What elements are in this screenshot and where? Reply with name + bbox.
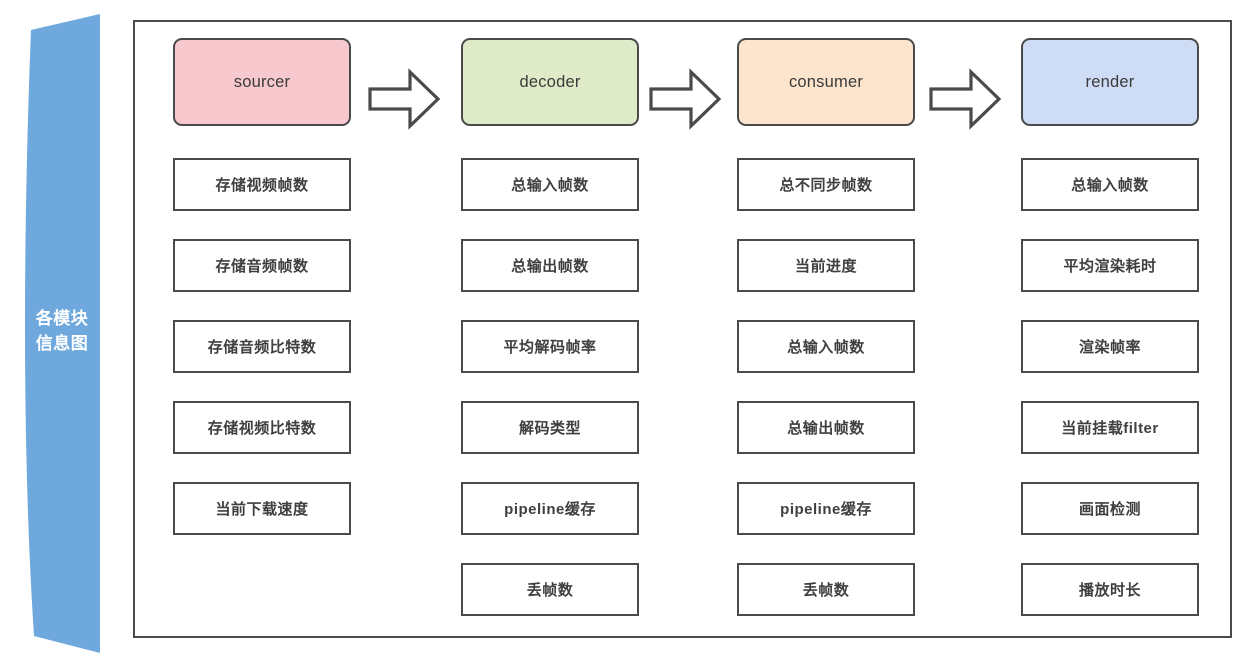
metric-label: 总输出帧数 — [511, 258, 589, 275]
metric-box[interactable]: 平均解码帧率 — [461, 320, 639, 373]
arrow-decoder-to-consumer-icon — [649, 68, 721, 130]
arrow-right-icon — [929, 68, 1001, 130]
metric-label: 存储视频比特数 — [207, 420, 317, 437]
metric-box[interactable]: 存储音频帧数 — [173, 239, 351, 292]
module-label-decoder: decoder — [519, 72, 581, 91]
metric-label: 当前进度 — [794, 258, 857, 275]
metric-box[interactable]: 总输入帧数 — [1021, 158, 1199, 211]
metric-label: 播放时长 — [1078, 582, 1141, 599]
metric-box[interactable]: 画面检测 — [1021, 482, 1199, 535]
module-box-consumer[interactable]: consumer — [737, 38, 915, 126]
metric-box[interactable]: pipeline缓存 — [461, 482, 639, 535]
metric-label: 存储音频比特数 — [207, 339, 317, 356]
column-consumer: consumer 总不同步帧数 当前进度 总输入帧数 总输出帧数 pipelin… — [737, 38, 915, 616]
metric-box[interactable]: 丢帧数 — [461, 563, 639, 616]
metric-box[interactable]: 存储视频比特数 — [173, 401, 351, 454]
metric-box[interactable]: 播放时长 — [1021, 563, 1199, 616]
metric-label: 当前挂载filter — [1061, 420, 1159, 437]
metric-label: pipeline缓存 — [504, 501, 596, 518]
column-render: render 总输入帧数 平均渲染耗时 渲染帧率 当前挂载filter 画面检测… — [1021, 38, 1199, 616]
side-banner-shape — [25, 14, 100, 653]
arrow-consumer-to-render-icon — [929, 68, 1001, 130]
metric-box[interactable]: 存储音频比特数 — [173, 320, 351, 373]
metric-box[interactable]: 渲染帧率 — [1021, 320, 1199, 373]
arrow-right-icon — [649, 68, 721, 130]
metric-box[interactable]: 平均渲染耗时 — [1021, 239, 1199, 292]
metric-box[interactable]: 总输出帧数 — [737, 401, 915, 454]
metric-box[interactable]: 总不同步帧数 — [737, 158, 915, 211]
metric-label: 总输出帧数 — [787, 420, 865, 437]
metric-label: 总输入帧数 — [787, 339, 865, 356]
metric-box[interactable]: 解码类型 — [461, 401, 639, 454]
module-label-render: render — [1085, 72, 1135, 91]
metric-label: 丢帧数 — [802, 582, 850, 599]
metric-box[interactable]: 丢帧数 — [737, 563, 915, 616]
module-box-sourcer[interactable]: sourcer — [173, 38, 351, 126]
metric-label: 存储视频帧数 — [215, 177, 309, 194]
metric-box[interactable]: 当前挂载filter — [1021, 401, 1199, 454]
metric-label: 当前下载速度 — [215, 501, 309, 518]
columns-container: sourcer 存储视频帧数 存储音频帧数 存储音频比特数 存储视频比特数 当前… — [135, 22, 1230, 636]
diagram-frame: sourcer 存储视频帧数 存储音频帧数 存储音频比特数 存储视频比特数 当前… — [133, 20, 1232, 638]
metric-label: 解码类型 — [518, 420, 581, 437]
metric-label: 画面检测 — [1078, 501, 1141, 518]
metric-box[interactable]: 当前下载速度 — [173, 482, 351, 535]
metric-label: 渲染帧率 — [1078, 339, 1141, 356]
metric-label: 存储音频帧数 — [215, 258, 309, 275]
metric-label: pipeline缓存 — [780, 501, 872, 518]
metric-box[interactable]: 总输入帧数 — [461, 158, 639, 211]
metric-box[interactable]: pipeline缓存 — [737, 482, 915, 535]
module-box-decoder[interactable]: decoder — [461, 38, 639, 126]
metric-box[interactable]: 总输出帧数 — [461, 239, 639, 292]
column-decoder: decoder 总输入帧数 总输出帧数 平均解码帧率 解码类型 pipeline… — [461, 38, 639, 616]
module-label-consumer: consumer — [788, 72, 864, 91]
metric-box[interactable]: 当前进度 — [737, 239, 915, 292]
arrow-sourcer-to-decoder-icon — [368, 68, 440, 130]
metric-label: 总输入帧数 — [511, 177, 589, 194]
column-sourcer: sourcer 存储视频帧数 存储音频帧数 存储音频比特数 存储视频比特数 当前… — [173, 38, 351, 535]
arrow-right-icon — [368, 68, 440, 130]
metric-label: 丢帧数 — [526, 582, 574, 599]
module-box-render[interactable]: render — [1021, 38, 1199, 126]
module-label-sourcer: sourcer — [233, 72, 291, 91]
metric-label: 平均解码帧率 — [503, 339, 597, 356]
metric-label: 平均渲染耗时 — [1063, 258, 1157, 275]
metric-label: 总不同步帧数 — [779, 177, 873, 194]
metric-box[interactable]: 总输入帧数 — [737, 320, 915, 373]
metric-box[interactable]: 存储视频帧数 — [173, 158, 351, 211]
metric-label: 总输入帧数 — [1071, 177, 1149, 194]
side-banner: 各模块 信息图 — [18, 8, 106, 656]
